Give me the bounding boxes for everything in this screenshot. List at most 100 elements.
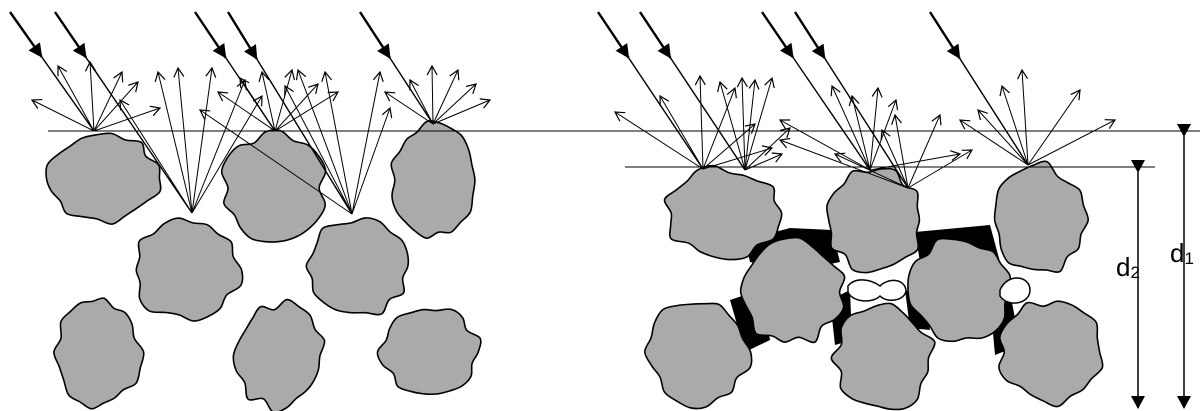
scattered-ray	[1027, 119, 1117, 166]
scattered-ray	[830, 84, 871, 171]
scattered-ray	[744, 78, 760, 171]
scattered-ray	[744, 152, 784, 171]
scattered-ray	[321, 70, 353, 215]
incident-ray-arrow	[597, 11, 630, 59]
particle	[135, 217, 244, 322]
incident-ray	[824, 57, 909, 189]
incident-ray-arrow	[928, 11, 961, 60]
scattered-ray	[284, 84, 353, 215]
particle	[45, 132, 162, 225]
incident-ray-arrow	[761, 11, 795, 59]
particle	[232, 298, 326, 411]
scattered-ray	[154, 70, 193, 214]
rays	[9, 11, 1117, 215]
particle	[390, 120, 476, 240]
scattered-ray	[57, 64, 95, 132]
scattered-ray	[426, 64, 438, 125]
particle	[826, 167, 921, 274]
label-d2: d2	[1116, 252, 1140, 282]
particle	[663, 164, 783, 261]
scattered-ray	[30, 98, 95, 132]
scattered-ray	[351, 106, 393, 215]
scattered-ray	[295, 68, 353, 215]
incident-ray	[959, 57, 1029, 166]
scattered-ray	[274, 91, 340, 132]
incident-ray-arrow	[9, 11, 43, 58]
scattered-ray	[869, 150, 962, 171]
scattered-ray	[778, 119, 871, 171]
scattered-ray	[432, 98, 492, 125]
scattered-ray	[717, 80, 746, 171]
incident-ray-arrow	[639, 11, 672, 59]
scattered-ray	[702, 123, 756, 170]
scattered-ray	[848, 94, 871, 171]
scattered-ray	[702, 145, 774, 170]
incident-ray	[792, 57, 871, 171]
scattered-ray	[432, 83, 477, 125]
scattered-ray	[702, 86, 737, 170]
scattered-ray	[409, 78, 434, 125]
scattered-ray	[613, 111, 704, 170]
scattered-ray	[84, 60, 97, 132]
incident-ray-arrow	[358, 11, 392, 59]
scattered-ray	[432, 68, 460, 125]
particle	[739, 236, 846, 344]
particle	[644, 302, 753, 410]
scattered-ray	[93, 70, 124, 132]
scattered-ray	[977, 109, 1029, 166]
scattered-ray	[694, 74, 706, 170]
incident-ray	[256, 58, 353, 215]
scattered-ray	[958, 119, 1029, 166]
pores	[847, 277, 1031, 304]
scattered-ray	[383, 91, 434, 125]
scattered-ray	[880, 128, 909, 189]
scattered-ray	[119, 98, 193, 214]
scattered-ray	[191, 94, 263, 214]
scattered-ray	[1027, 88, 1081, 166]
scattered-ray	[216, 91, 276, 132]
incident-ray	[41, 56, 95, 132]
particle	[830, 302, 936, 411]
particle	[998, 300, 1104, 408]
scattered-ray	[274, 68, 295, 132]
scattered-ray	[191, 78, 247, 214]
incident-ray	[627, 57, 704, 170]
incident-ray	[389, 57, 434, 125]
label-d1: d1	[1170, 238, 1194, 268]
scattered-ray	[258, 70, 276, 132]
incident-ray-arrow	[54, 11, 87, 59]
particle	[305, 217, 410, 316]
particle	[220, 129, 327, 243]
scattered-ray	[744, 127, 791, 171]
scattered-ray	[93, 81, 139, 132]
pore	[847, 279, 907, 302]
incident-ray	[85, 57, 193, 214]
scattered-ray	[198, 109, 353, 215]
scattered-ray	[351, 70, 384, 215]
pore	[999, 277, 1031, 304]
scattered-ray	[173, 66, 193, 214]
incident-ray	[669, 57, 746, 171]
scattered-ray	[999, 84, 1029, 166]
scattered-ray	[907, 113, 942, 189]
scattered-ray	[833, 152, 909, 189]
scattered-ray	[736, 76, 748, 171]
incident-ray-arrow	[226, 11, 258, 60]
scattered-ray	[191, 66, 217, 214]
scattered-ray	[891, 113, 909, 189]
scattered-ray	[744, 76, 775, 171]
incident-ray-arrow	[793, 11, 826, 60]
scattered-ray	[659, 94, 704, 170]
scattered-ray	[778, 137, 909, 189]
scattered-ray	[869, 86, 883, 171]
incident-ray-arrow	[194, 11, 227, 59]
particles	[45, 120, 1104, 411]
particle	[376, 308, 482, 396]
scattered-ray	[1017, 68, 1029, 166]
scattered-ray	[93, 105, 162, 132]
particle	[993, 160, 1090, 273]
particle	[53, 297, 145, 410]
scattered-ray	[907, 149, 974, 189]
